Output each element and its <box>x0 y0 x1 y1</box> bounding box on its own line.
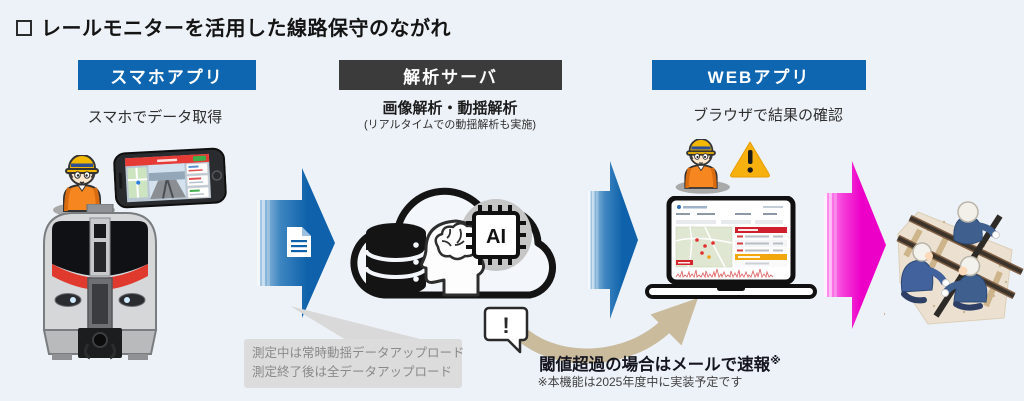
arrow-upload-icon <box>257 168 335 318</box>
header-smartphone-app: スマホアプリ <box>78 60 256 90</box>
chart-panel <box>675 268 774 279</box>
svg-text:!: ! <box>502 313 509 338</box>
upload-note-line1: 測定中は常時動揺データアップロード <box>252 346 465 360</box>
smartphone-app-screenshot <box>113 147 227 209</box>
page-title: レールモニターを活用した線路保守のながれ <box>41 18 451 40</box>
worker-figure <box>900 242 950 304</box>
header-web-app: WEBアプリ <box>652 60 866 90</box>
worker-figure <box>941 255 988 311</box>
arrow-to-web-icon <box>588 161 638 319</box>
svg-text:AI: AI <box>486 226 506 248</box>
footnote: ※本機能は2025年度中に実装予定です <box>537 375 743 389</box>
warning-icon <box>730 141 770 178</box>
header-analysis-server: 解析サーバ <box>339 60 562 90</box>
cloud-server-illustration: AI <box>350 187 557 299</box>
alert-note: 閾値超過の場合はメールで速報※ <box>539 355 781 374</box>
worker-figure <box>953 201 1000 245</box>
caption-server-sub: (リアルタイムでの動揺解析も実施) <box>364 119 536 131</box>
ai-chip-icon: AI <box>466 205 526 265</box>
mail-alert-arrow-icon <box>519 298 698 364</box>
caption-web: ブラウザで結果の確認 <box>692 107 843 124</box>
worker-icon <box>675 139 730 194</box>
upload-note-line2: 測定終了後は全データアップロード <box>252 365 453 380</box>
train-illustration <box>42 204 158 360</box>
upload-note: 測定中は常時動揺データアップロード 測定終了後は全データアップロード <box>244 339 465 388</box>
caption-smartphone: スマホでデータ取得 <box>87 109 223 126</box>
alert-table-header <box>735 227 787 233</box>
square-bullet-icon <box>16 19 32 36</box>
upload-note-tail <box>290 306 424 340</box>
database-icon <box>364 223 428 295</box>
page-title-row: レールモニターを活用した線路保守のながれ <box>16 12 451 41</box>
document-icon <box>287 227 311 257</box>
reference-mark: ※ <box>770 355 781 367</box>
arrow-to-maintenance-icon <box>824 161 886 329</box>
ai-brain-icon <box>420 219 485 297</box>
caption-server: 画像解析・動揺解析 <box>382 100 518 117</box>
track-workers-illustration <box>884 201 1024 325</box>
exclamation-bubble-icon: ! <box>483 306 529 354</box>
laptop-webapp-illustration <box>645 196 817 299</box>
